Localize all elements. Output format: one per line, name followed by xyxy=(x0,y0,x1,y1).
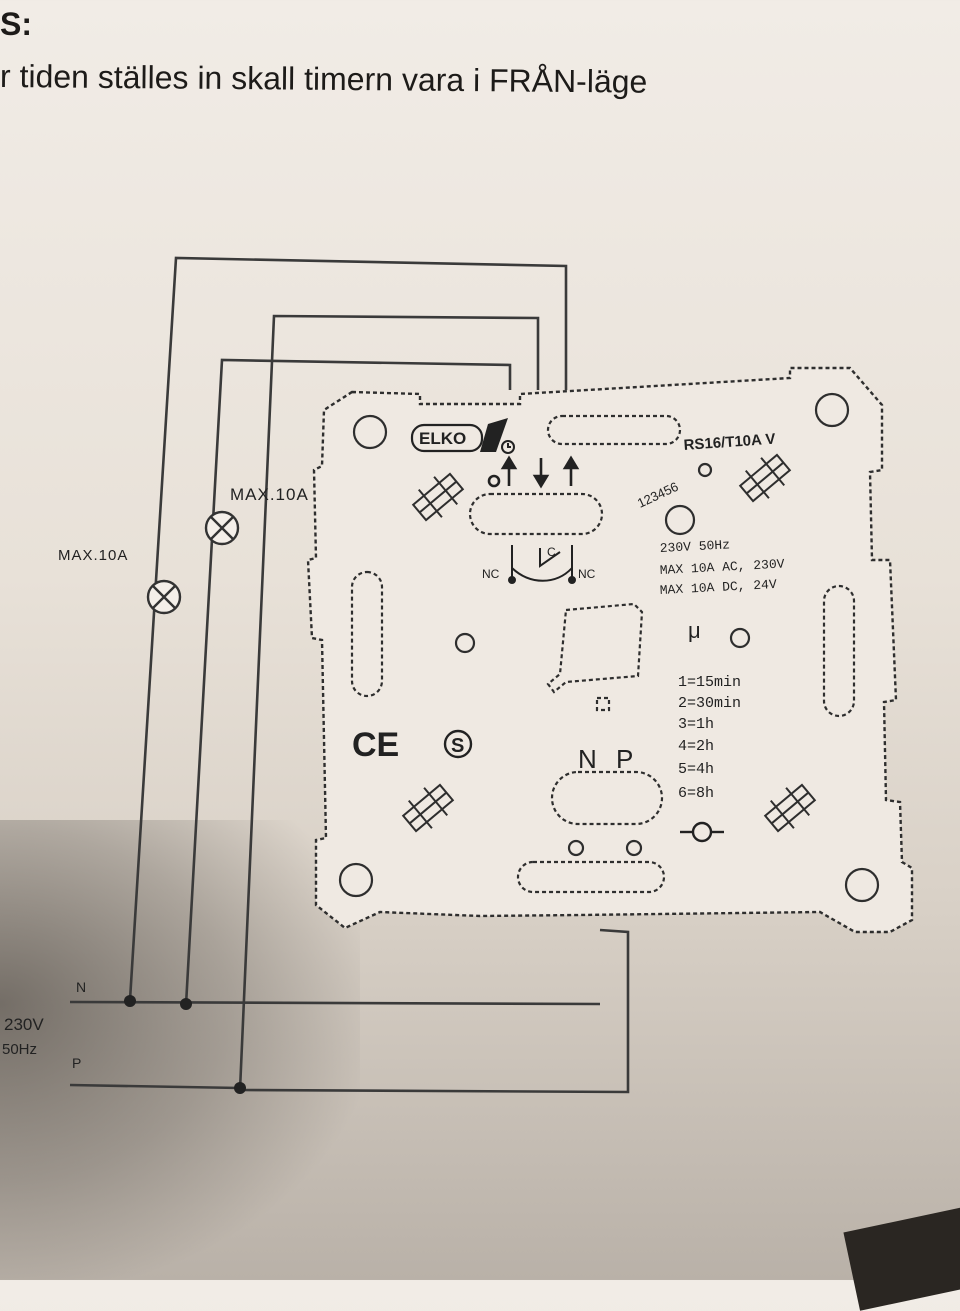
center-hole xyxy=(454,632,476,654)
slot xyxy=(516,860,666,894)
contact-nc-right: NC xyxy=(578,567,596,581)
lamp-left xyxy=(146,579,182,615)
wiring-diagram: MAX.10A MAX.10A N P 230V 50Hz xyxy=(2,256,914,1094)
p-label: P xyxy=(72,1055,81,1071)
arrow-icons xyxy=(487,455,580,489)
junction-dot xyxy=(234,1082,246,1094)
lamp-right-label: MAX.10A xyxy=(230,485,309,504)
rating-line-2: MAX 10A AC, 230V xyxy=(659,556,785,578)
dial-hole xyxy=(664,504,696,536)
square-recess xyxy=(546,602,644,694)
mu-symbol: μ xyxy=(688,618,701,643)
s-mark: S xyxy=(443,729,473,759)
junction-dot xyxy=(180,998,192,1010)
wire-inner xyxy=(238,314,540,1091)
small-hole xyxy=(567,839,585,857)
setting-6: 6=8h xyxy=(678,785,714,802)
contact-c: C xyxy=(547,545,556,559)
mount-hole xyxy=(844,867,880,903)
rating-line-1: 230V 50Hz xyxy=(659,537,730,556)
elko-logo: ELKO xyxy=(410,418,508,453)
slot xyxy=(822,584,856,718)
wire-middle xyxy=(184,358,512,1006)
rating-line-3: MAX 10A DC, 24V xyxy=(659,577,777,598)
adjust-knob-icon xyxy=(680,821,724,843)
small-hole xyxy=(625,839,643,857)
setting-5: 5=4h xyxy=(678,761,714,778)
mount-hole xyxy=(338,862,374,898)
model-label: RS16/T10A V xyxy=(683,431,776,454)
setting-4: 4=2h xyxy=(678,738,714,755)
voltage-label: 230V xyxy=(4,1015,44,1034)
frequency-label: 50Hz xyxy=(2,1041,37,1058)
terminal-screw xyxy=(411,472,465,522)
brand-text: ELKO xyxy=(419,429,466,448)
mount-hole xyxy=(814,392,850,428)
terminal-screw xyxy=(401,783,455,833)
setting-2: 2=30min xyxy=(678,695,741,712)
lamp-right xyxy=(204,510,240,546)
lamp-left-label: MAX.10A xyxy=(58,547,128,564)
contact-symbol xyxy=(508,545,576,584)
setting-3: 3=1h xyxy=(678,716,714,733)
np-label: N P xyxy=(578,744,639,774)
p-line xyxy=(69,1083,241,1090)
n-label: N xyxy=(76,979,86,995)
contact-nc-left: NC xyxy=(482,567,500,581)
svg-text:S: S xyxy=(451,735,464,757)
slot xyxy=(468,492,604,536)
device-plate xyxy=(306,366,914,934)
shadow xyxy=(0,820,360,1280)
n-line xyxy=(69,1000,601,1006)
wire-return xyxy=(239,928,630,1094)
ce-mark: CE xyxy=(352,726,399,764)
center-hole xyxy=(729,627,751,649)
setting-1: 1=15min xyxy=(678,674,741,691)
wire-outer xyxy=(128,256,568,1001)
terminal-screw xyxy=(738,453,792,503)
small-hole xyxy=(697,462,713,478)
slot xyxy=(350,570,384,698)
terminal-screw xyxy=(763,783,817,833)
junction-dot xyxy=(124,995,136,1007)
slot xyxy=(546,414,682,446)
clock-icon xyxy=(501,440,515,454)
small-square xyxy=(595,696,611,712)
mount-hole xyxy=(352,414,388,450)
section-heading: S: xyxy=(0,6,32,42)
slot xyxy=(550,770,664,826)
